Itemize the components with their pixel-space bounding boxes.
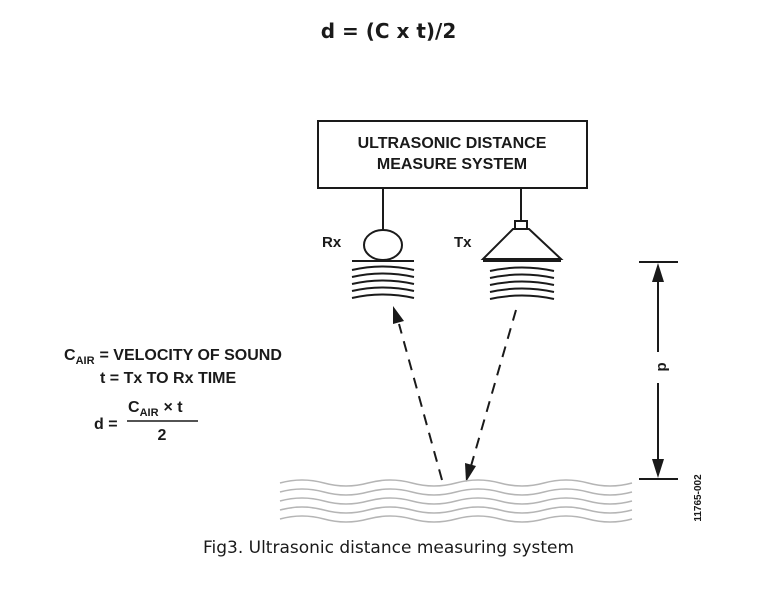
legend-numerator-suffix: × t — [164, 399, 184, 416]
legend-numerator-symbol: C — [128, 399, 140, 416]
legend-numerator-subscript: AIR — [140, 407, 159, 419]
distance-arrow-down-icon — [652, 459, 664, 478]
transmitter-waves-icon — [489, 266, 555, 300]
transmitter-connector — [514, 220, 528, 230]
distance-indicator: d — [639, 261, 678, 480]
reflecting-surface — [279, 479, 633, 523]
receiver-waves-icon — [351, 265, 415, 299]
legend-fraction-numerator: CAIR × t — [128, 399, 183, 419]
receiver-microphone-icon — [363, 229, 403, 261]
system-box-line2: MEASURE SYSTEM — [377, 156, 527, 173]
returning-sound-path — [398, 323, 443, 481]
receiver: Rx — [322, 188, 415, 299]
system-box-frame — [317, 120, 588, 189]
outgoing-sound-path — [470, 309, 517, 467]
legend: CAIR= VELOCITY OF SOUND t = Tx TO Rx TIM… — [64, 347, 282, 444]
distance-formula: d = (C x t)/2 — [320, 19, 457, 43]
legend-d-prefix: d = — [94, 416, 118, 433]
legend-time-line: t = Tx TO Rx TIME — [100, 370, 237, 387]
distance-arrow-up-icon — [652, 263, 664, 282]
returning-arrowhead-icon — [393, 306, 404, 324]
figure-caption: Fig3. Ultrasonic distance measuring syst… — [202, 538, 575, 558]
legend-c-symbol: C — [64, 347, 76, 364]
receiver-label: Rx — [322, 234, 342, 251]
transmitter: Tx — [454, 188, 564, 300]
legend-fraction-denominator: 2 — [158, 427, 167, 444]
legend-c-subscript: AIR — [76, 355, 95, 367]
outgoing-arrowhead-icon — [465, 463, 476, 482]
sound-paths — [393, 306, 517, 482]
figure-id: 11765-002 — [693, 474, 704, 522]
legend-velocity-line: CAIR = VELOCITY OF SOUND — [64, 347, 282, 367]
transmitter-label: Tx — [454, 234, 472, 251]
legend-c-definition: = VELOCITY OF SOUND — [100, 347, 282, 364]
system-box: ULTRASONIC DISTANCE MEASURE SYSTEM — [317, 120, 588, 189]
distance-label: d — [654, 362, 671, 371]
transmitter-speaker-icon — [480, 228, 564, 260]
system-box-line1: ULTRASONIC DISTANCE — [358, 135, 547, 152]
